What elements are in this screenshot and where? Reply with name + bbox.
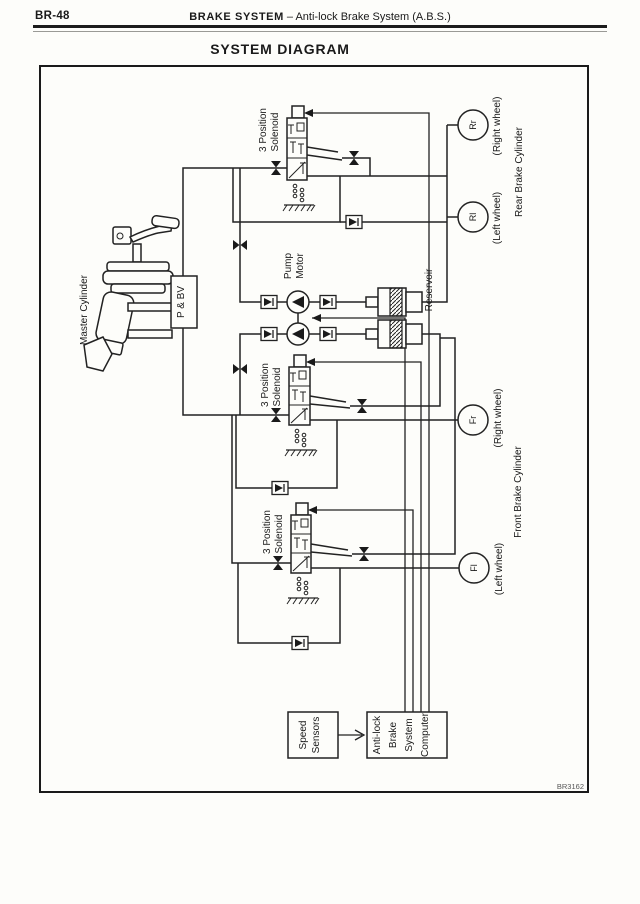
front-left-3-position-solenoid	[286, 502, 320, 605]
figure-code: BR3162	[557, 782, 584, 791]
proportioning-bypass-valve	[170, 275, 198, 329]
section-subtitle: – Anti-lock Brake System (A.B.S.)	[286, 11, 451, 23]
label-wheel-rl: Rl	[468, 213, 478, 222]
label-solenoid-fl-1: 3 Position	[262, 510, 273, 554]
section-title: BRAKE SYSTEM	[189, 11, 284, 23]
speed-sensors-box	[287, 711, 339, 759]
page-title: SYSTEM DIAGRAM	[210, 41, 350, 57]
label-rear-brake-cylinder: Rear Brake Cylinder	[514, 126, 525, 217]
label-speed-1: Speed	[298, 721, 309, 750]
label-right-wheel-rear: (Right wheel)	[492, 97, 503, 156]
label-solenoid-rear-2: Solenoid	[270, 113, 281, 152]
solenoid-signal-lines	[304, 109, 430, 712]
label-wheel-rr: Rr	[468, 120, 478, 130]
label-pbv: P & BV	[176, 286, 187, 318]
header-rule-thin	[33, 31, 607, 32]
ground-symbol	[284, 449, 318, 457]
label-computer-3: System	[404, 718, 415, 751]
hydraulic-lines	[182, 124, 459, 644]
label-speed-2: Sensors	[311, 717, 322, 754]
wheel-cylinder-rl	[457, 201, 489, 233]
header-rule-thick	[33, 25, 607, 28]
label-reservoir: Reservoir	[424, 268, 435, 311]
diagram-border-box	[39, 65, 589, 793]
label-solenoid-rear-1: 3 Position	[258, 108, 269, 152]
label-solenoid-fr-1: 3 Position	[260, 363, 271, 407]
rear-3-position-solenoid	[282, 105, 316, 212]
label-left-wheel-rear: (Left wheel)	[492, 192, 503, 244]
ground-symbol	[282, 204, 316, 212]
label-pump-1: Pump	[283, 253, 294, 280]
wheel-cylinder-fr	[457, 404, 489, 436]
label-pump-2: Motor	[295, 253, 306, 279]
label-front-brake-cylinder: Front Brake Cylinder	[513, 445, 524, 537]
label-solenoid-fr-2: Solenoid	[272, 368, 283, 407]
wheel-cylinder-rr	[457, 109, 489, 141]
page-number: BR-48	[35, 10, 70, 22]
label-solenoid-fl-2: Solenoid	[274, 515, 285, 554]
wheel-cylinder-fl	[458, 552, 490, 584]
label-master-cylinder: Master Cylinder	[79, 274, 90, 345]
master-cylinder-assembly	[83, 215, 180, 372]
label-computer-4: Computer	[420, 712, 431, 757]
label-computer-2: Brake	[388, 722, 399, 749]
front-right-3-position-solenoid	[284, 354, 318, 457]
label-wheel-fr: Fr	[468, 416, 478, 425]
ground-symbol	[286, 597, 320, 605]
reservoir-symbols	[365, 287, 423, 349]
label-wheel-fl: Fl	[469, 564, 479, 572]
abs-computer-box	[366, 711, 448, 759]
label-right-wheel-front: (Right wheel)	[493, 389, 504, 448]
check-valves	[260, 214, 363, 651]
running-header: BRAKE SYSTEM – Anti-lock Brake System (A…	[60, 11, 580, 23]
label-computer-1: Anti-lock	[372, 715, 383, 754]
sensor-to-computer-arrow	[338, 729, 366, 741]
pump-motor-symbol	[286, 290, 310, 346]
label-left-wheel-front: (Left wheel)	[494, 543, 505, 595]
